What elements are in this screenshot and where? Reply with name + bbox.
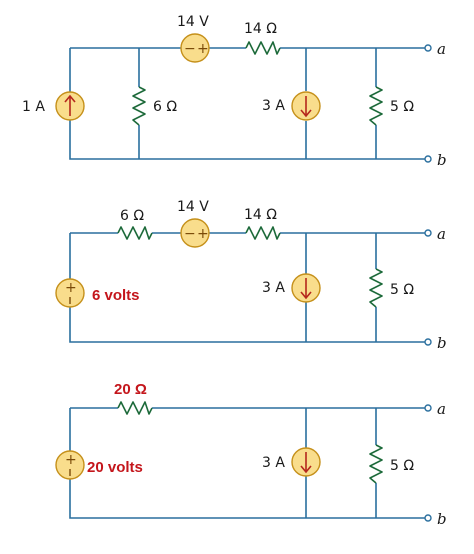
c2-label-5ohm: 5 Ω — [390, 282, 414, 298]
c2-resistor-6ohm — [117, 226, 153, 240]
c1-resistor-6ohm — [132, 86, 146, 126]
c1-wires — [69, 47, 425, 160]
circuit-2: − + + 6 Ω 14 V 14 Ω 6 volts 3 A 5 Ω a b — [55, 199, 447, 352]
svg-text:−: − — [184, 226, 196, 242]
c1-terminal-a-node — [424, 44, 432, 52]
c2-label-6volts: 6 volts — [92, 287, 140, 304]
c3-terminal-b-node — [424, 514, 432, 522]
c1-label-14ohm: 14 Ω — [244, 21, 277, 37]
c2-label-3a: 3 A — [262, 280, 285, 296]
c2-wires — [69, 232, 425, 343]
svg-text:−: − — [184, 41, 196, 57]
c3-label-5ohm: 5 Ω — [390, 458, 414, 474]
c1-label-5ohm: 5 Ω — [390, 99, 414, 115]
c2-terminal-a-node — [424, 229, 432, 237]
c2-voltage-source — [180, 218, 210, 248]
c2-resistor-14ohm — [245, 226, 281, 240]
c2-resistor-5ohm — [369, 268, 383, 308]
svg-text:+: + — [197, 41, 209, 57]
c1-label-1a: 1 A — [22, 99, 45, 115]
c1-terminal-b: b — [437, 151, 447, 169]
c3-terminal-a: a — [437, 400, 446, 418]
c3-label-3a: 3 A — [262, 455, 285, 471]
arrow-down-icon — [300, 278, 312, 300]
c1-terminal-b-node — [424, 155, 432, 163]
c3-resistor-5ohm — [369, 444, 383, 484]
c3-resistor-20ohm — [117, 401, 153, 415]
c2-terminal-b: b — [437, 334, 447, 352]
c1-resistor-14ohm — [245, 41, 281, 55]
c1-label-14v: 14 V — [177, 14, 209, 30]
c1-voltage-source — [180, 33, 210, 63]
svg-text:+: + — [197, 226, 209, 242]
c2-terminal-a: a — [437, 225, 446, 243]
arrow-up-icon — [64, 94, 76, 116]
c3-terminal-b: b — [437, 510, 447, 528]
c2-label-14ohm: 14 Ω — [244, 207, 277, 223]
svg-text:+: + — [65, 280, 77, 296]
arrow-down-icon — [300, 96, 312, 118]
c3-label-20ohm: 20 Ω — [114, 381, 147, 398]
c3-wires — [69, 407, 425, 519]
c2-label-6ohm: 6 Ω — [120, 208, 144, 224]
circuit-1: − + 1 A 6 Ω 14 V 14 Ω 3 A 5 Ω a b — [22, 14, 447, 169]
c1-label-3a: 3 A — [262, 98, 285, 114]
arrow-down-icon — [300, 452, 312, 474]
svg-text:+: + — [65, 452, 77, 468]
c3-label-20volts: 20 volts — [87, 459, 143, 476]
c1-resistor-5ohm — [369, 86, 383, 126]
c1-terminal-a: a — [437, 40, 446, 58]
c2-voltage-source-left — [55, 278, 85, 308]
circuit-3: + 20 Ω 20 volts 3 A 5 Ω a b — [55, 381, 447, 528]
c3-voltage-source-left — [55, 450, 85, 480]
c3-terminal-a-node — [424, 404, 432, 412]
c2-terminal-b-node — [424, 338, 432, 346]
c2-label-14v: 14 V — [177, 199, 209, 215]
c1-label-6ohm: 6 Ω — [153, 99, 177, 115]
